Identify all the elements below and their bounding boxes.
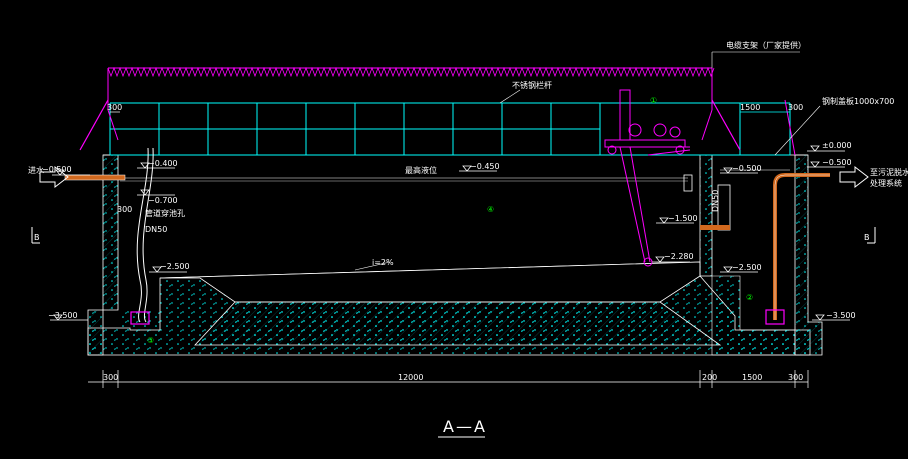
elev-slope-top: −2.280 <box>664 252 694 261</box>
flow-arrows <box>39 165 869 189</box>
dim-left-wall: 300 <box>103 373 118 382</box>
dim-top-right: 1500 <box>740 103 760 112</box>
elev-right-base: −3.500 <box>826 311 856 320</box>
elev-pipe-bottom: −0.700 <box>148 196 178 205</box>
elevation-triangle <box>50 314 88 321</box>
elevation-triangle <box>459 165 497 172</box>
section-marker-right: B <box>864 233 870 242</box>
elev-left-base: −3.500 <box>48 311 78 320</box>
elevation-triangle <box>137 189 175 196</box>
elevation-triangle <box>807 145 845 152</box>
dim-mid-wall: 200 <box>702 373 717 382</box>
section-title: A—A <box>443 417 487 436</box>
elevation-triangle <box>812 314 850 321</box>
elev-overflow: −0.400 <box>148 159 178 168</box>
label-railing: 不锈钢栏杆 <box>512 80 552 90</box>
label-cable-support: 电缆支架（厂家提供） <box>726 40 806 50</box>
outlet-pipe <box>683 173 830 325</box>
elev-left-floor: −2.500 <box>160 262 190 271</box>
label-water-level: 最高液位 <box>405 165 437 175</box>
dim-top-left: 300 <box>107 103 122 112</box>
elevation-triangle <box>52 169 90 176</box>
label-slope: i=2% <box>372 258 394 267</box>
inlet-arrow <box>39 165 69 189</box>
outlet-arrow <box>839 165 869 189</box>
callout-4: ④ <box>487 205 494 214</box>
elev-water: −0.450 <box>470 162 500 171</box>
elevation-triangle <box>720 266 758 273</box>
section-marker-left: B <box>34 233 40 242</box>
elevation-triangle <box>720 167 758 174</box>
elevation-triangle <box>807 161 845 168</box>
dim-pipe-offset: 300 <box>117 205 132 214</box>
elevation-markers <box>50 145 850 321</box>
elev-right-inner: −0.500 <box>732 164 762 173</box>
dim-main: 12000 <box>398 373 423 382</box>
elevation-triangle <box>149 266 187 273</box>
water-level-lines <box>120 169 790 182</box>
trolley-equipment <box>604 89 691 267</box>
elevation-triangle <box>652 256 690 263</box>
cable-tray <box>79 66 796 156</box>
railing-posts <box>109 103 791 155</box>
dimension-lines <box>88 111 809 388</box>
inlet-pipe <box>64 147 154 325</box>
elev-right-top: ±0.000 <box>822 141 852 150</box>
elevation-triangle <box>656 217 694 224</box>
dim-right-tank: 1500 <box>742 373 762 382</box>
elev-right-floor: −2.500 <box>732 263 762 272</box>
elevation-triangle <box>137 162 175 169</box>
dim-top-far-right: 300 <box>788 103 803 112</box>
callout-3: ③ <box>147 336 154 345</box>
label-inlet: 进水 <box>28 165 44 175</box>
concrete-structure <box>87 154 823 356</box>
callout-1: ① <box>650 96 657 105</box>
callout-2: ② <box>746 293 753 302</box>
elev-right-out: −0.500 <box>822 158 852 167</box>
label-inlet-pipe: DN50 <box>145 225 167 234</box>
label-outlet-pipe: DN50 <box>711 190 720 212</box>
section-markers <box>31 227 876 244</box>
label-hatch: 钢制盖板1000x700 <box>822 96 894 106</box>
elev-inlet: −0.500 <box>42 165 72 174</box>
elev-right-mid: −1.500 <box>668 214 698 223</box>
label-pipe-note: 管道穿池孔 <box>145 208 185 218</box>
label-outlet: 至污泥脱水处理系统 <box>870 167 908 188</box>
dim-right-wall: 300 <box>788 373 803 382</box>
